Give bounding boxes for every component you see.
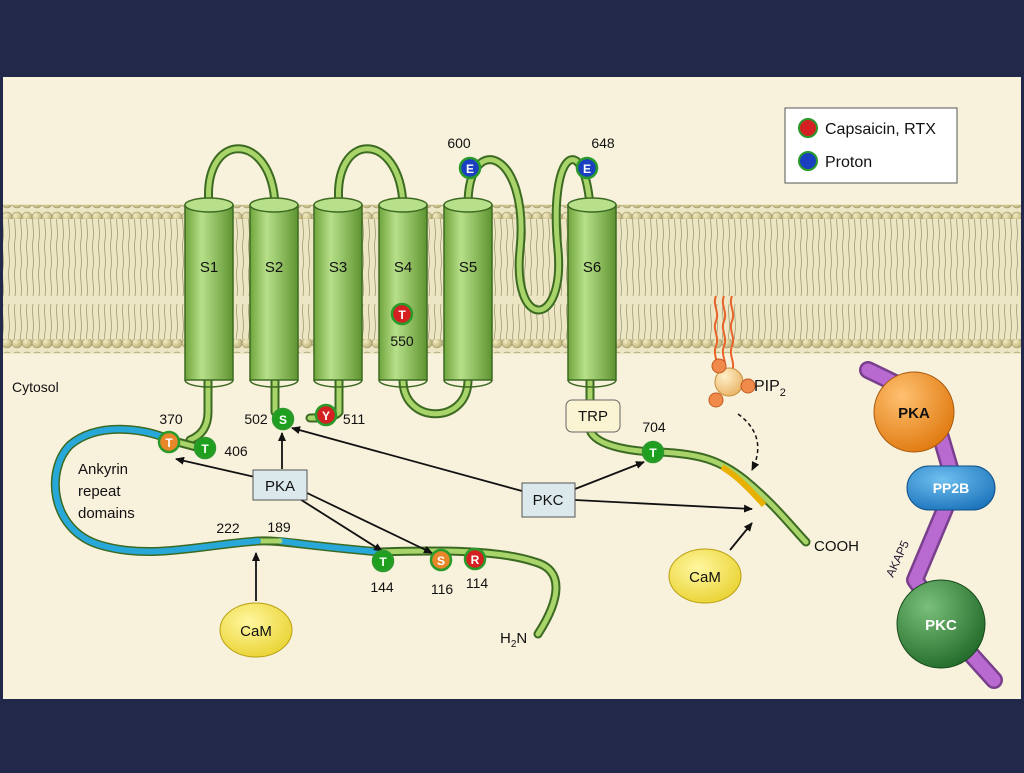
- pka-box-label: PKA: [265, 478, 295, 495]
- site-r114: R 114: [463, 547, 489, 591]
- site-s116-letter: S: [437, 554, 445, 568]
- segment-189-label: 189: [267, 519, 291, 535]
- site-t144-number: 144: [370, 579, 394, 595]
- site-t704: T 704: [641, 419, 666, 464]
- helix-s3-label: S3: [329, 259, 347, 276]
- pka-to-s116-arrow: [304, 491, 433, 554]
- helix-s4: S4: [378, 197, 428, 388]
- pkc-to-cterm-arrow: [574, 499, 753, 513]
- svg-text:domains: domains: [78, 505, 135, 522]
- cam-c-terminal-label: CaM: [689, 569, 721, 586]
- pkc-to-s502-arrow: [291, 426, 523, 492]
- cam-n-terminal-label: CaM: [240, 623, 272, 640]
- helix-s3: S3: [313, 197, 363, 388]
- site-s502: S 502: [244, 407, 295, 431]
- legend: Capsaicin, RTX Proton: [784, 107, 958, 184]
- helix-s4-label: S4: [394, 259, 412, 276]
- pip2-binding-segment: [720, 464, 767, 508]
- pka-to-t370-arrow: [175, 456, 256, 478]
- helix-s1-label: S1: [200, 259, 218, 276]
- pka-box: PKA: [252, 469, 308, 501]
- site-t144-letter: T: [379, 555, 387, 569]
- h2n-label: H2N: [500, 630, 527, 650]
- trp-box: TRP: [565, 399, 621, 433]
- site-e648-letter: E: [583, 162, 591, 176]
- lipid-bilayer: [3, 204, 1021, 354]
- regulation-arrows: [175, 426, 753, 601]
- trp-box-label: TRP: [578, 408, 608, 425]
- helix-s5: S5: [443, 197, 493, 388]
- helix-s6-label: S6: [583, 259, 601, 276]
- site-y511: Y 511: [314, 403, 366, 427]
- legend-capsaicin-dot: [798, 118, 818, 138]
- site-t406: T 406: [193, 436, 248, 460]
- site-e600-letter: E: [466, 162, 474, 176]
- cooh-label: COOH: [814, 538, 859, 555]
- helix-s6: S6: [567, 197, 617, 388]
- site-t406-number: 406: [224, 443, 248, 459]
- legend-proton-label: Proton: [825, 154, 872, 171]
- site-e648: E 648: [575, 135, 615, 180]
- cytosol-label: Cytosol: [12, 379, 59, 395]
- helix-s2: S2: [249, 197, 299, 388]
- helix-s2-label: S2: [265, 259, 283, 276]
- legend-proton-dot: [798, 151, 818, 171]
- site-s502-number: 502: [244, 411, 268, 427]
- pka-to-t144-arrow: [294, 495, 383, 552]
- complex-pp2b: [906, 465, 996, 511]
- site-t370-number: 370: [159, 411, 183, 427]
- pkc-to-t704-arrow: [574, 461, 645, 490]
- segment-222-label: 222: [216, 520, 240, 536]
- ankyrin-label: Ankyrin repeat domains: [78, 461, 135, 522]
- svg-text:Ankyrin: Ankyrin: [78, 461, 128, 478]
- complex-pp2b-label: PP2B: [933, 480, 970, 496]
- site-t550-letter: T: [398, 308, 406, 322]
- site-s116: S 116: [429, 548, 454, 597]
- svg-text:repeat: repeat: [78, 483, 121, 500]
- site-s502-letter: S: [279, 413, 287, 427]
- cam-c-terminal: CaM: [668, 548, 742, 604]
- complex-pka-label: PKA: [898, 405, 930, 422]
- site-t370: T 370: [157, 411, 183, 454]
- site-t406-letter: T: [201, 442, 209, 456]
- site-s116-number: 116: [431, 581, 454, 597]
- site-y511-number: 511: [343, 411, 366, 427]
- complex-pka: [873, 371, 955, 453]
- pkc-box-label: PKC: [533, 492, 564, 509]
- complex-pkc: [896, 579, 986, 669]
- site-t370-letter: T: [165, 436, 173, 450]
- complex-pkc-label: PKC: [925, 617, 957, 634]
- site-e600: E 600: [447, 135, 482, 180]
- akap5-complex: AKAP5 PKA PP2B PKC: [859, 361, 1003, 689]
- legend-capsaicin-label: Capsaicin, RTX: [825, 121, 936, 138]
- site-t550-number: 550: [390, 333, 414, 349]
- pip2-arrow: [737, 413, 760, 471]
- site-e648-number: 648: [591, 135, 615, 151]
- site-r114-letter: R: [471, 553, 480, 567]
- site-e600-number: 600: [447, 135, 471, 151]
- pip2-label: PIP2: [754, 378, 786, 399]
- cam-n-terminal: CaM: [219, 602, 293, 658]
- cam-to-cterm-arrow: [729, 522, 753, 551]
- helix-s5-label: S5: [459, 259, 477, 276]
- site-r114-number: 114: [466, 575, 489, 591]
- pkc-box: PKC: [521, 482, 576, 518]
- helix-s1: S1: [184, 197, 234, 388]
- pip2-molecule: [708, 295, 756, 408]
- site-t550: T 550: [390, 302, 414, 349]
- site-t704-letter: T: [649, 446, 657, 460]
- site-y511-letter: Y: [322, 409, 330, 423]
- site-t704-number: 704: [642, 419, 666, 435]
- site-t144: T 144: [370, 549, 395, 595]
